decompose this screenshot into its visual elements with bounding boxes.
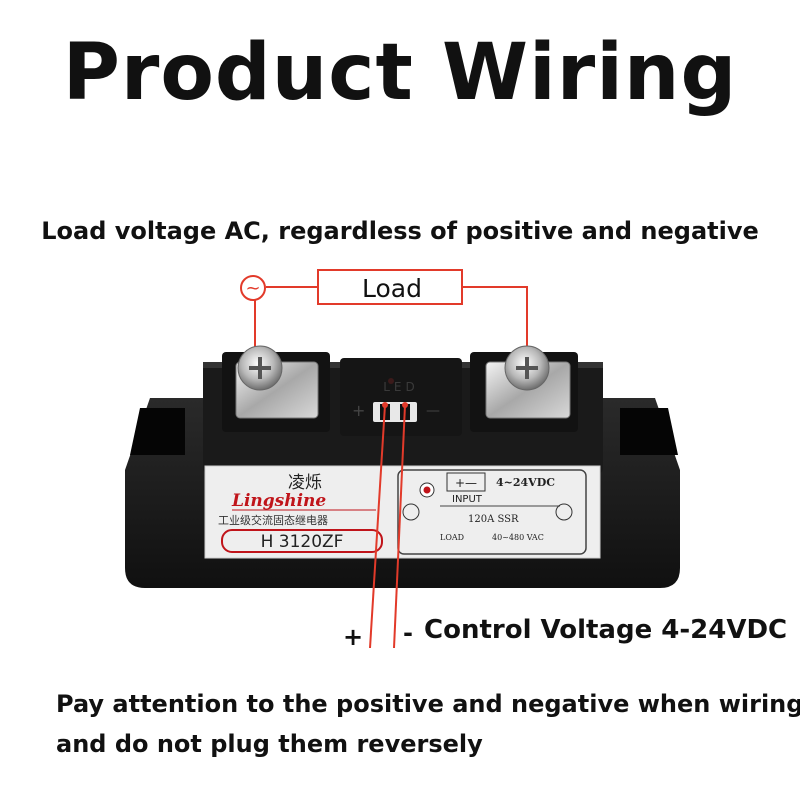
ac-symbol: ~: [245, 278, 260, 299]
dc-symbol-box: [446, 472, 486, 492]
load-voltage-caption: Load voltage AC, regardless of positive …: [41, 217, 759, 245]
control-minus-label: -: [403, 619, 413, 647]
dc-symbol: +—: [455, 476, 477, 490]
control-plus-label: +: [343, 623, 364, 651]
control-input-socket: [373, 402, 417, 422]
brand-chinese: 凌烁: [288, 473, 322, 493]
load-voltage-range: 40~480 VAC: [492, 533, 544, 542]
led-indicator: [388, 378, 394, 384]
relay-rating: 120A SSR: [468, 514, 519, 525]
relay-minus-sign: —: [426, 403, 440, 419]
load-spec-label: LOAD: [440, 533, 464, 542]
relay-plus-sign: +: [352, 401, 365, 420]
load-terminal-right: [485, 345, 571, 419]
load-wiring: ~ Load: [240, 269, 528, 370]
wiring-note: Pay attention to the positive and negati…: [56, 684, 800, 764]
brand-english: Lingshine: [231, 491, 326, 511]
control-voltage-caption: Control Voltage 4-24VDC: [424, 615, 788, 645]
load-ac-icon-right: [555, 503, 573, 521]
model-number: H 3120ZF: [261, 532, 344, 552]
page-title: Product Wiring: [62, 28, 738, 118]
control-wiring: [369, 404, 406, 649]
wiring-note-line-2: and do not plug them reversely: [56, 730, 483, 758]
ac-source-icon: [240, 275, 266, 301]
input-label: INPUT: [452, 494, 483, 505]
model-box: [221, 529, 383, 553]
load-label: Load: [362, 274, 422, 303]
input-voltage: 4~24VDC: [496, 476, 555, 489]
solid-state-relay: LED + — 凌烁 Lingshine 工业级交流固态继电器: [125, 345, 680, 588]
wiring-note-line-1: Pay attention to the positive and negati…: [56, 690, 800, 718]
product-type-chinese: 工业级交流固态继电器: [218, 513, 328, 527]
load-terminal-left: [235, 345, 319, 419]
load-ac-icon-left: [402, 503, 420, 521]
load-box: [317, 269, 463, 305]
